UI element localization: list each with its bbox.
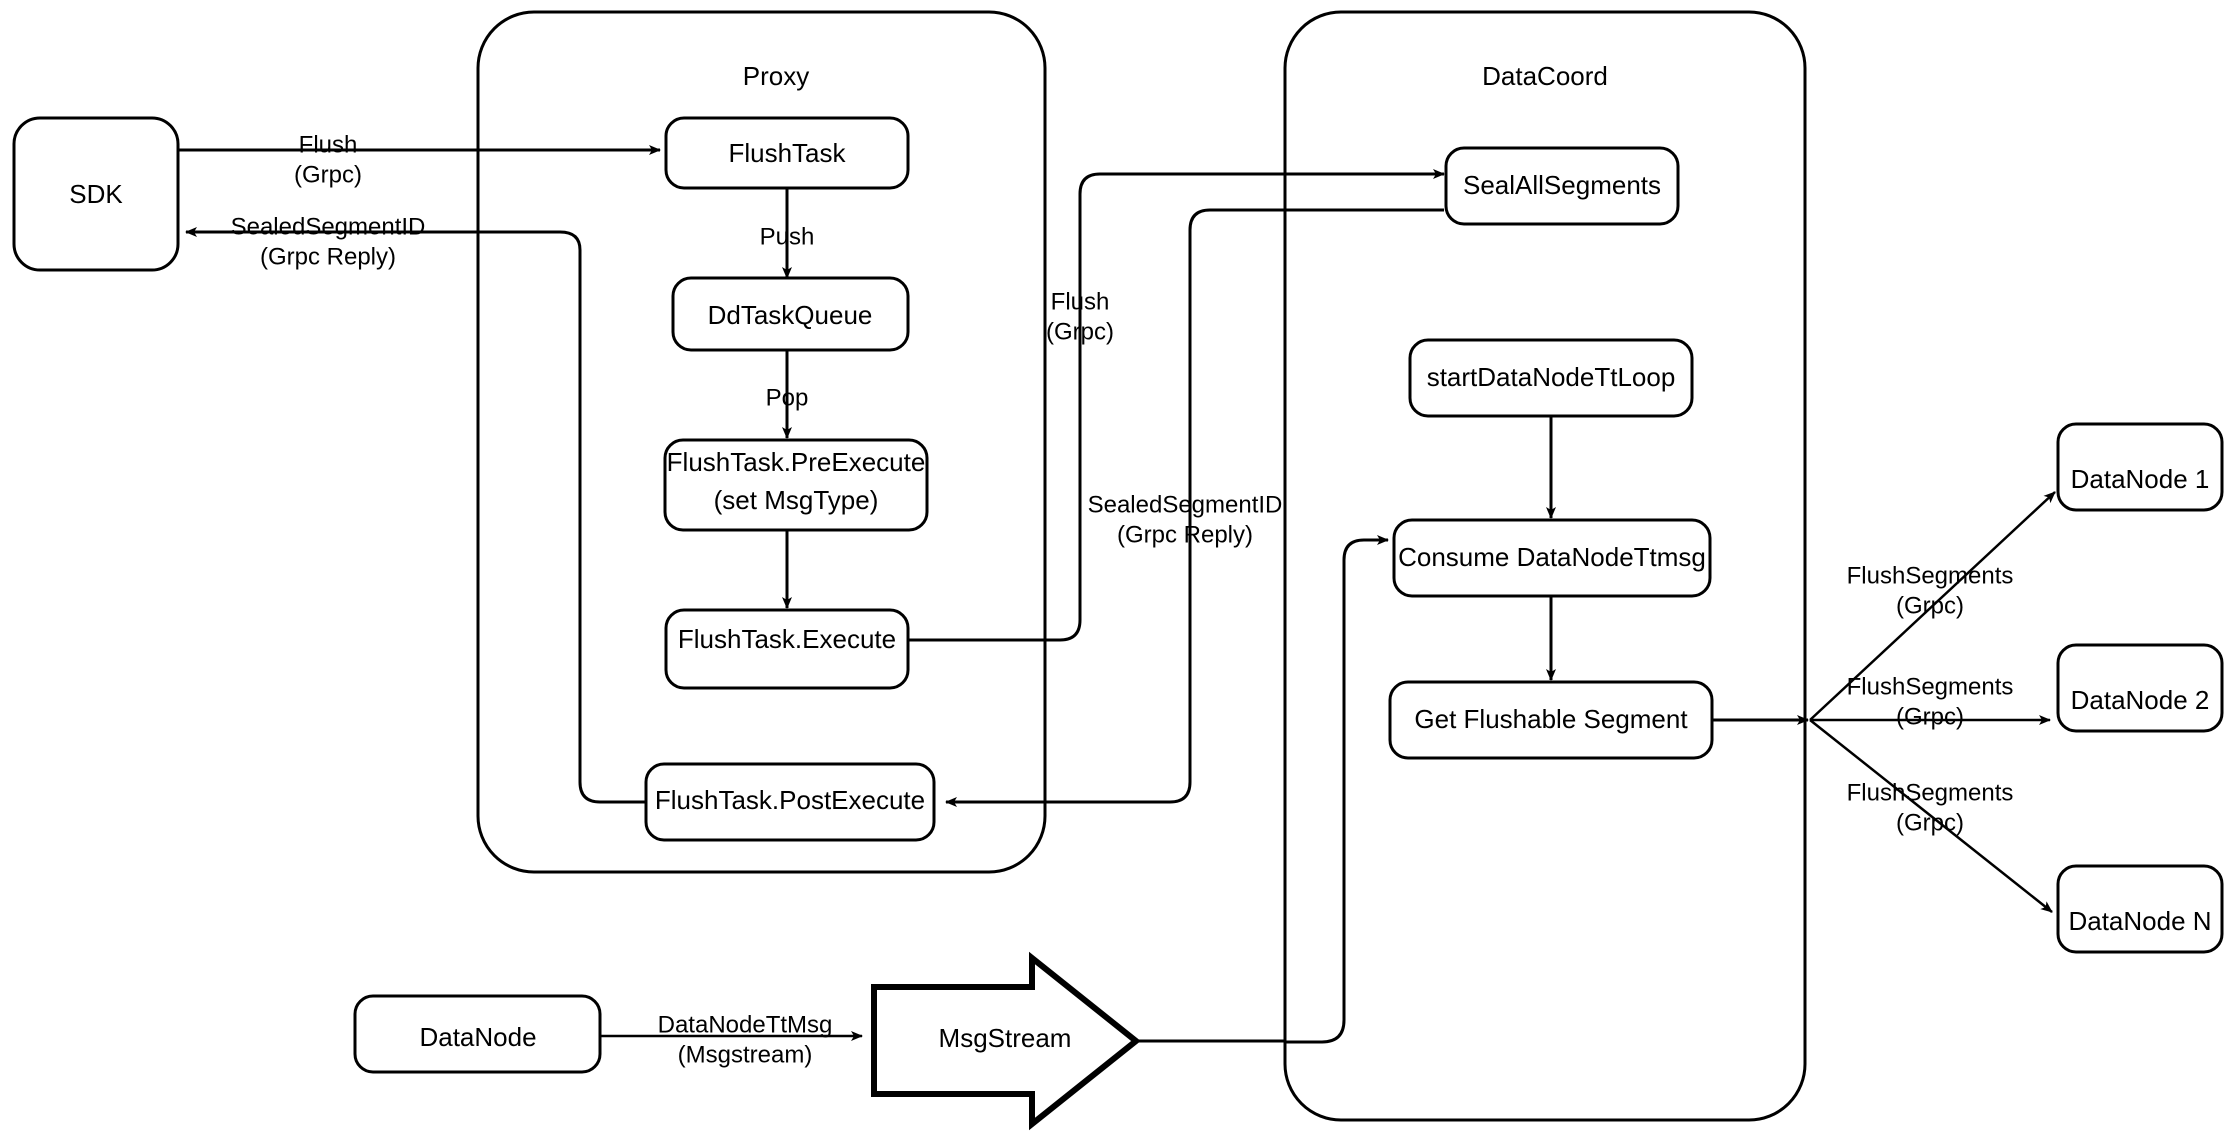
node-startdatanodettloop-label: startDataNodeTtLoop	[1427, 362, 1676, 392]
node-sealallsegments-label: SealAllSegments	[1463, 170, 1661, 200]
edge-label-datanodettmsg-line1: DataNodeTtMsg	[658, 1011, 833, 1038]
node-datanode-1[interactable]	[2056, 422, 2224, 512]
container-datacoord-label: DataCoord	[1482, 61, 1608, 91]
edge-msgstream-to-consume	[1285, 535, 1389, 1044]
node-datanode-2[interactable]	[2056, 643, 2224, 733]
node-datanode-bottom-label: DataNode	[419, 1022, 536, 1052]
edge-execute-to-sealallsegments	[908, 169, 1445, 642]
node-sealallsegments[interactable]	[1444, 146, 1680, 226]
node-flushtask-execute[interactable]	[664, 608, 910, 690]
node-datanode-n-label: DataNode N	[2068, 906, 2211, 936]
node-ddtaskqueue-label: DdTaskQueue	[708, 300, 873, 330]
node-datanode-n[interactable]	[2056, 864, 2224, 954]
edge-label-flush-grpc-line1: Flush	[299, 131, 358, 158]
edge-label-datanodettmsg-line2: (Msgstream)	[678, 1041, 813, 1068]
edge-label-flush-to-dc-line2: (Grpc)	[1046, 318, 1114, 345]
edge-label-flushsegments-1-line1: FlushSegments	[1847, 562, 2014, 589]
node-msgstream-label: MsgStream	[939, 1023, 1072, 1053]
edge-label-flushsegments-1-line2: (Grpc)	[1896, 592, 1964, 619]
node-flushtask-execute-label: FlushTask.Execute	[678, 624, 896, 654]
node-sdk[interactable]	[12, 116, 180, 272]
edge-label-sealedsegmentid-to-proxy-line1: SealedSegmentID	[1088, 491, 1283, 518]
node-flushtask-preexecute-label-line1: FlushTask.PreExecute	[667, 447, 926, 477]
node-flushtask-postexecute[interactable]	[644, 762, 936, 842]
edge-label-sealedsegmentid-reply-line1: SealedSegmentID	[231, 213, 426, 240]
edge-sealallsegments-to-postexecute	[945, 208, 1444, 807]
node-flushtask-preexecute[interactable]	[663, 438, 929, 532]
edge-label-flushsegments-2-line1: FlushSegments	[1847, 673, 2014, 700]
node-flushtask-preexecute-label-line2: (set MsgType)	[714, 485, 879, 515]
node-consume-datanodettmsg-label: Consume DataNodeTtmsg	[1398, 542, 1706, 572]
edge-proxy-to-sdk	[185, 227, 646, 804]
edge-label-sealedsegmentid-to-proxy-line2: (Grpc Reply)	[1117, 521, 1253, 548]
edge-label-flush-to-dc-line1: Flush	[1051, 288, 1110, 315]
edge-label-sealedsegmentid-reply-line2: (Grpc Reply)	[260, 243, 396, 270]
edge-fanout-to-datanode1	[1809, 491, 2056, 721]
node-get-flushable-segment-label: Get Flushable Segment	[1414, 704, 1688, 734]
node-flushtask-postexecute-label: FlushTask.PostExecute	[655, 785, 925, 815]
node-datanode-2-label: DataNode 2	[2071, 685, 2210, 715]
edge-label-flushsegments-n-line1: FlushSegments	[1847, 779, 2014, 806]
container-proxy-label: Proxy	[743, 61, 809, 91]
edge-label-flush-grpc-line2: (Grpc)	[294, 161, 362, 188]
node-datanode-bottom[interactable]	[353, 994, 602, 1074]
node-flushtask-label: FlushTask	[728, 138, 846, 168]
node-sdk-label: SDK	[69, 179, 123, 209]
edge-label-flushsegments-n-line2: (Grpc)	[1896, 809, 1964, 836]
edge-fanout-to-datanoden	[1809, 719, 2053, 913]
node-datanode-1-label: DataNode 1	[2071, 464, 2210, 494]
shape-msgstream-arrow[interactable]	[871, 951, 1141, 1131]
edge-label-push: Push	[760, 223, 815, 250]
edge-label-flushsegments-2-line2: (Grpc)	[1896, 703, 1964, 730]
node-ddtaskqueue[interactable]	[671, 276, 910, 352]
edge-label-pop: Pop	[766, 384, 809, 411]
